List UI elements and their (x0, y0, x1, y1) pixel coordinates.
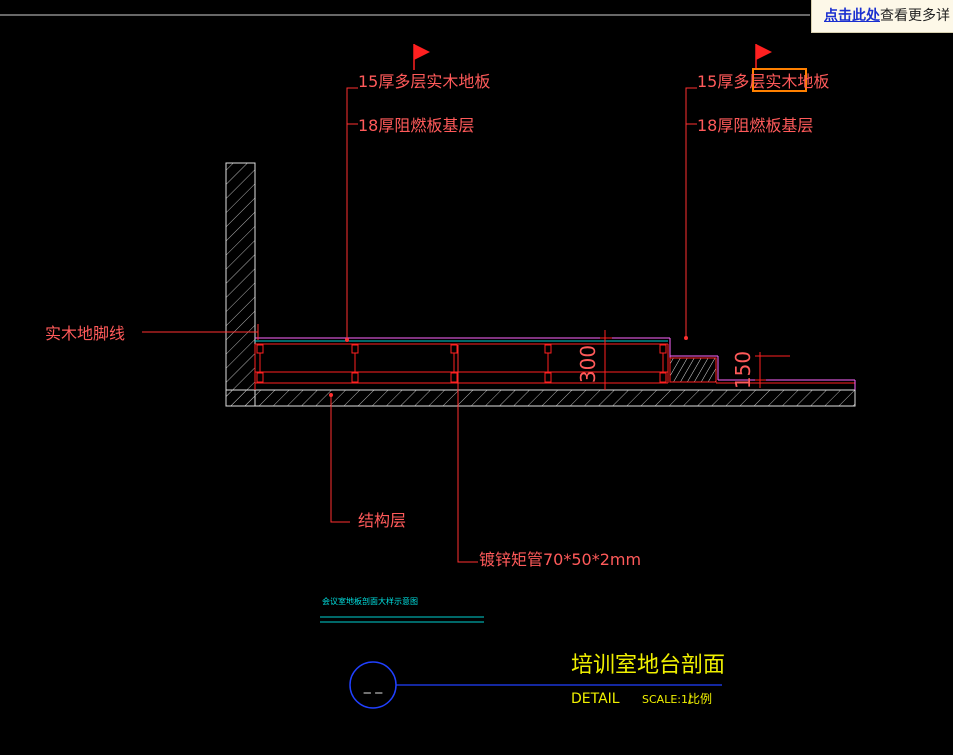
leader-dot (345, 338, 349, 342)
concrete-wall (225, 162, 256, 407)
notice-text: 查看更多详 (880, 8, 950, 24)
dim-300-text: 300 (576, 345, 600, 383)
dimension-300 (600, 330, 612, 390)
label-structure: 结构层 (358, 511, 406, 530)
structural-slab (225, 389, 856, 407)
drawing-title: 培训室地台剖面 (571, 653, 725, 678)
label-right-floor: 15厚多层实木地板 (697, 72, 829, 91)
flag-icon (755, 44, 772, 70)
step-block (669, 355, 856, 390)
scale-word: 比例 (688, 692, 712, 706)
small-note: 会议室地板剖面大样示意图 (322, 596, 418, 606)
notice-banner: 点击此处查看更多详 (811, 0, 953, 33)
scale-label: SCALE:1/ (642, 693, 692, 706)
highlight-box (752, 68, 807, 92)
leader-lines (142, 87, 697, 563)
label-left-base: 18厚阻燃板基层 (358, 116, 474, 135)
label-left-floor: 15厚多层实木地板 (358, 72, 490, 91)
leader-dot (684, 336, 688, 340)
flag-icon (413, 44, 430, 70)
platform-frame (254, 337, 671, 390)
label-skirting: 实木地脚线 (45, 324, 125, 343)
label-steel-pipe: 镀锌矩管70*50*2mm (479, 550, 641, 569)
leader-dot (329, 393, 333, 397)
dimension-150 (755, 352, 790, 388)
bubble-text: _ _ (363, 678, 383, 694)
detail-label: DETAIL (571, 691, 620, 707)
dim-150-text: 150 (731, 351, 755, 389)
label-right-base: 18厚阻燃板基层 (697, 116, 813, 135)
notice-link[interactable]: 点击此处 (824, 8, 880, 24)
